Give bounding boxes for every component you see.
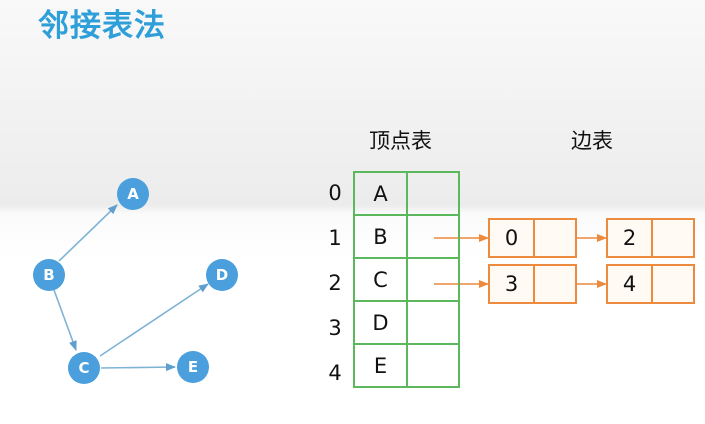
vertex-name-cell: D: [353, 300, 408, 345]
first-edge-pointer-cell: [406, 343, 460, 388]
graph-node-label-c: C: [78, 359, 89, 377]
edge-node-next-pointer: [535, 266, 575, 302]
vertex-table: A B C D E: [353, 171, 460, 388]
graph-node-c: C: [68, 352, 100, 384]
edge-table-header: 边表: [571, 129, 613, 153]
vertex-name-cell: E: [353, 343, 408, 388]
graph-edge-b-a: [58, 204, 118, 262]
edge-node-next-pointer: [653, 220, 693, 256]
first-edge-pointer-cell: [406, 257, 460, 302]
edge-node-c-first: 3: [488, 264, 577, 304]
vertex-table-header: 顶点表: [369, 129, 432, 153]
vertex-index: 4: [328, 361, 342, 385]
graph-node-label-b: B: [43, 266, 54, 284]
edge-node-b-first: 0: [488, 218, 577, 258]
vertex-row: E: [353, 343, 460, 388]
edge-node-next-pointer: [535, 220, 575, 256]
vertex-row: A: [353, 171, 460, 216]
graph-node-d: D: [206, 259, 238, 291]
edge-node-c-second: 4: [606, 264, 695, 304]
graph-node-label-e: E: [188, 358, 198, 376]
edge-node-value: 2: [608, 220, 653, 256]
edge-node-value: 3: [490, 266, 535, 302]
vertex-index: 1: [328, 226, 342, 250]
page-title: 邻接表法: [38, 8, 166, 44]
vertex-row: B: [353, 214, 460, 259]
graph-node-label-a: A: [127, 185, 139, 203]
vertex-name-cell: B: [353, 214, 408, 259]
vertex-index: 0: [328, 181, 342, 205]
graph-edge-c-d: [99, 283, 209, 357]
vertex-row: D: [353, 300, 460, 345]
first-edge-pointer-cell: [406, 214, 460, 259]
vertex-name-cell: A: [353, 171, 408, 216]
graph-node-label-d: D: [216, 266, 228, 284]
vertex-name-cell: C: [353, 257, 408, 302]
graph-edge-c-e: [100, 363, 176, 372]
edge-node-b-second: 2: [606, 218, 695, 258]
vertex-row: C: [353, 257, 460, 302]
first-edge-pointer-cell: [406, 171, 460, 216]
graph-edge-b-c: [53, 289, 77, 351]
vertex-index-column: 0 1 2 3 4: [322, 171, 348, 396]
edge-node-value: 4: [608, 266, 653, 302]
graph-node-b: B: [33, 259, 65, 291]
first-edge-pointer-cell: [406, 300, 460, 345]
graph-node-a: A: [117, 178, 149, 210]
graph-node-e: E: [177, 351, 209, 383]
vertex-index: 3: [328, 316, 342, 340]
edge-node-next-pointer: [653, 266, 693, 302]
edge-node-value: 0: [490, 220, 535, 256]
vertex-index: 2: [328, 271, 342, 295]
